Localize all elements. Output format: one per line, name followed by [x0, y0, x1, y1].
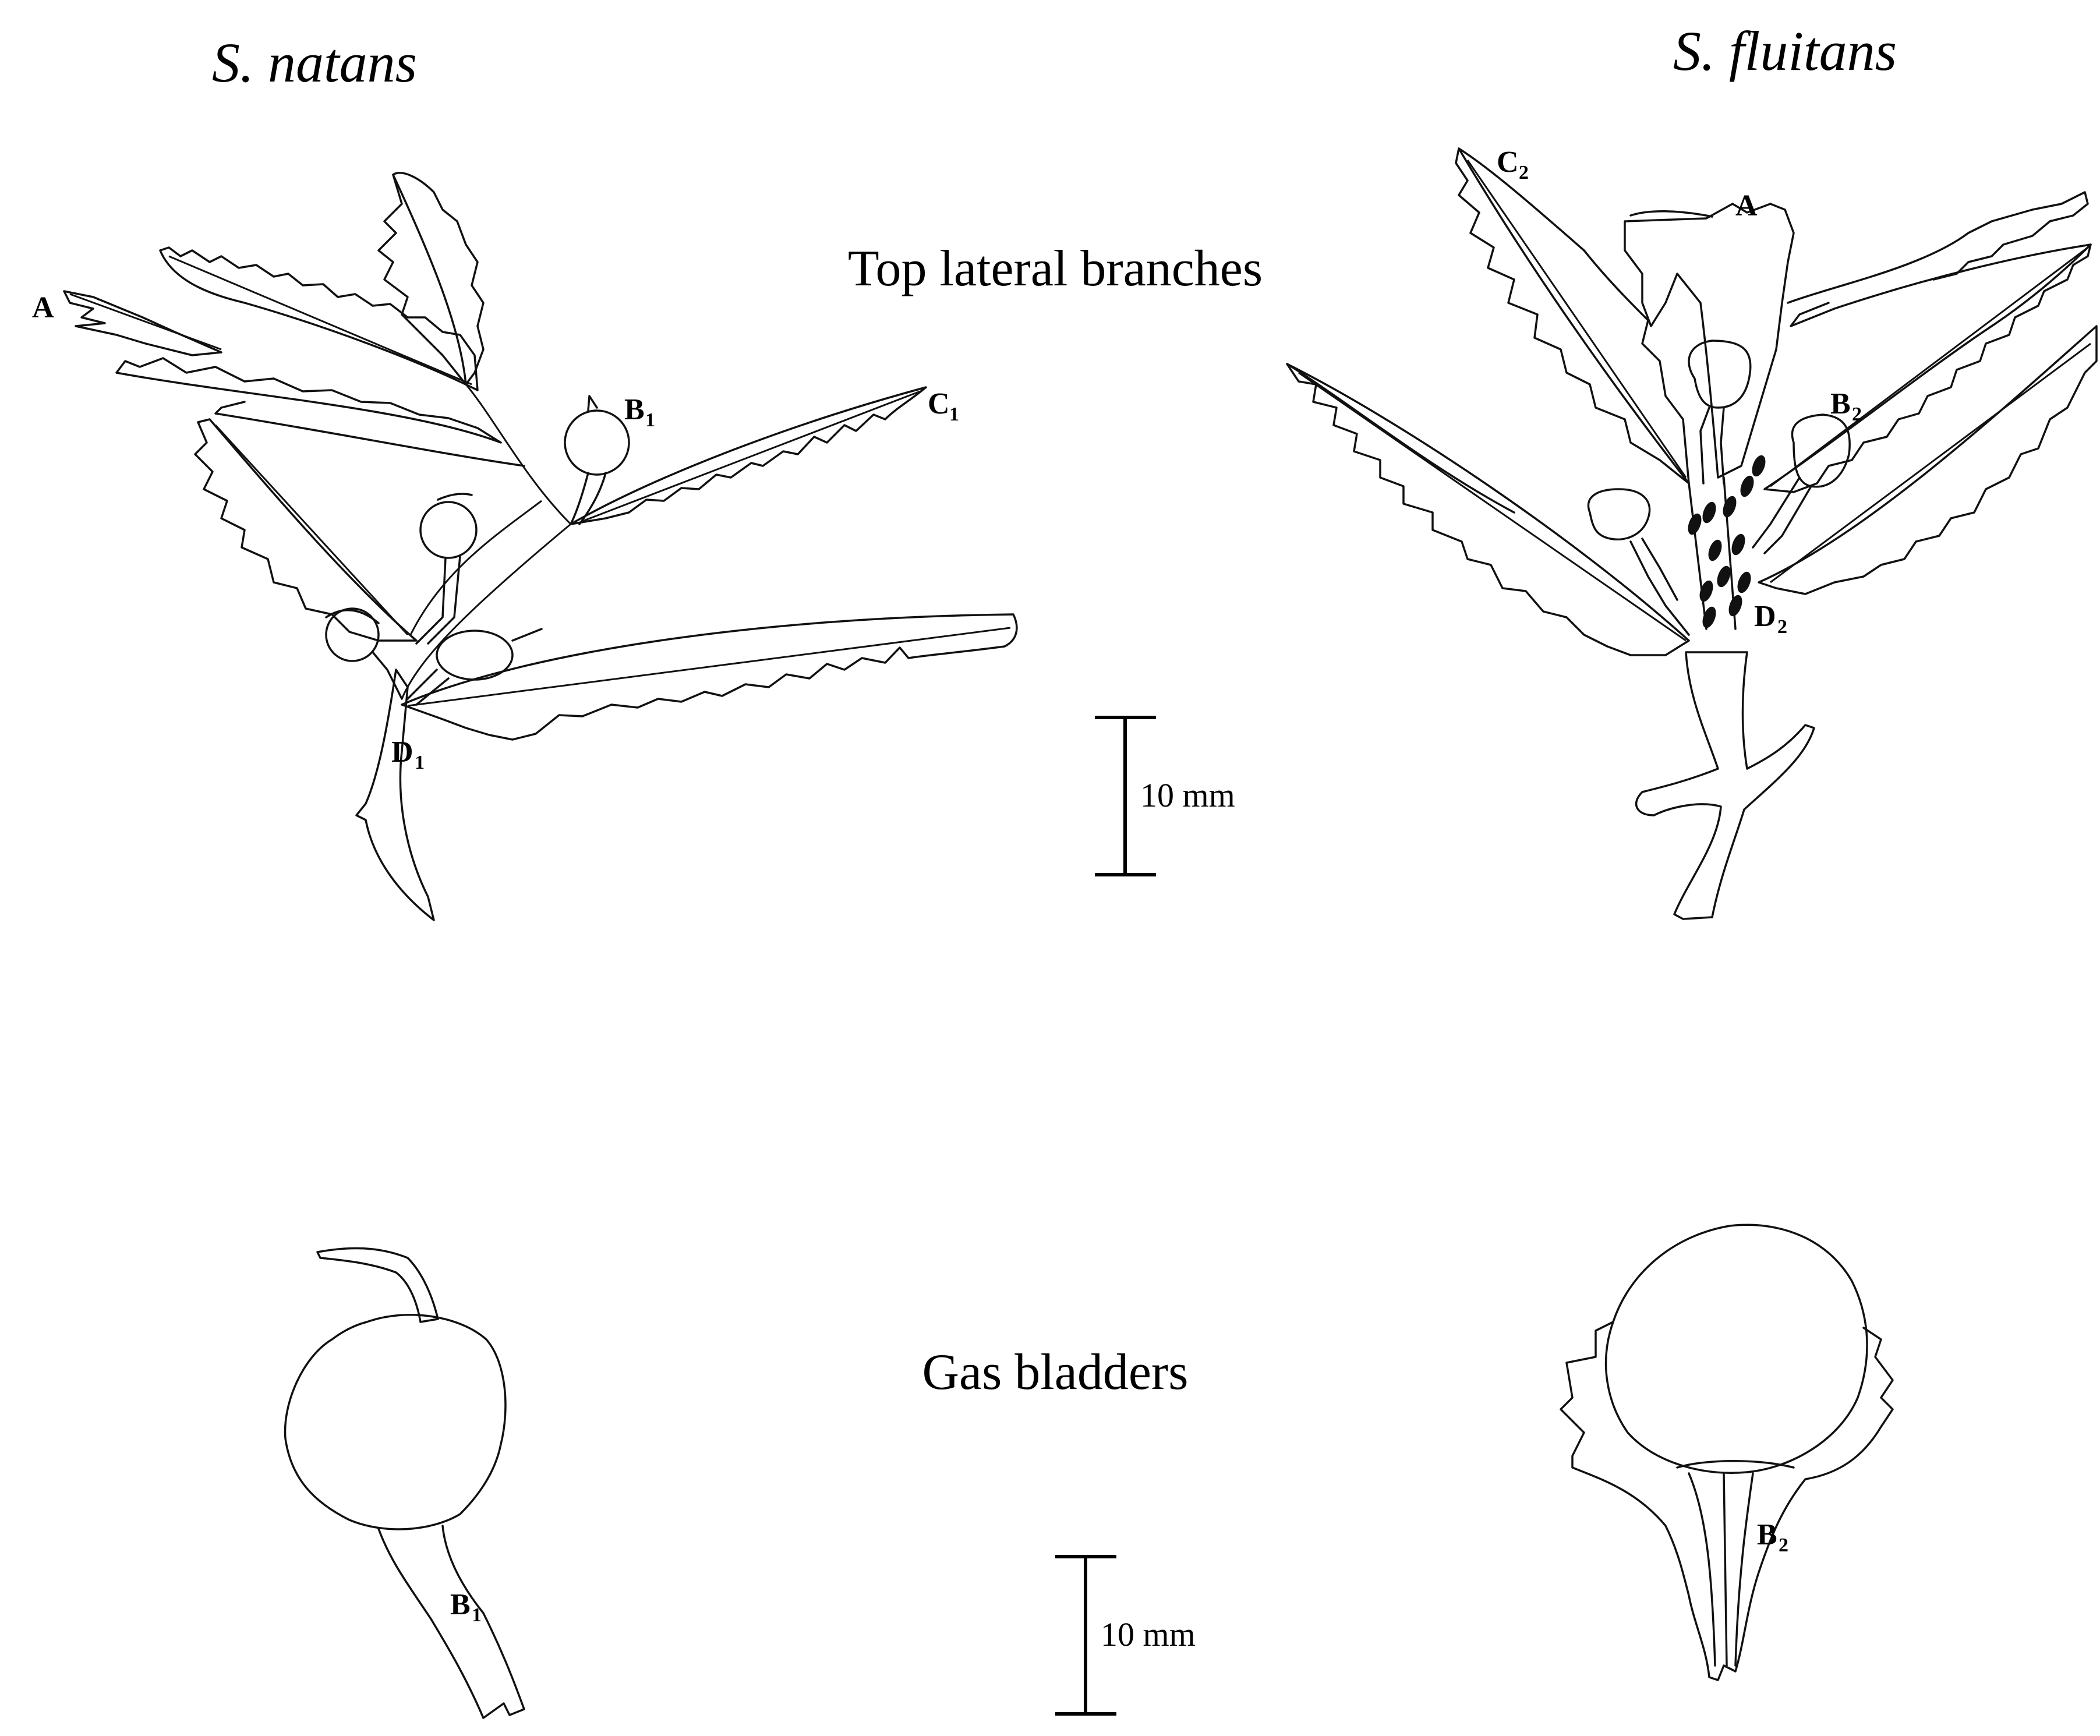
- heading-gas-bladders: Gas bladders: [922, 1344, 1189, 1401]
- natans-label-B1: B 1: [624, 393, 655, 431]
- svg-text:1: 1: [415, 752, 425, 773]
- svg-text:C: C: [1497, 146, 1519, 179]
- species-natans-title: S. natans: [212, 31, 417, 94]
- natans-gas-bladder-drawing: [285, 1248, 524, 1718]
- natans-label-A: A: [32, 291, 54, 324]
- svg-text:1: 1: [472, 1604, 482, 1626]
- svg-text:B: B: [1757, 1518, 1777, 1551]
- scale-bar-top-label: 10 mm: [1140, 776, 1235, 814]
- bladder-natans-label-B1: B 1: [450, 1588, 482, 1626]
- svg-text:B: B: [624, 393, 645, 426]
- svg-text:1: 1: [949, 404, 959, 425]
- svg-text:2: 2: [1519, 162, 1529, 183]
- scale-bar-top: 10 mm: [1095, 717, 1235, 875]
- fluitans-label-C2: C 2: [1497, 146, 1529, 183]
- fluitans-gas-bladder-drawing: [1561, 1225, 1893, 1680]
- heading-top-lateral-branches: Top lateral branches: [848, 241, 1263, 297]
- svg-text:B: B: [1830, 387, 1851, 420]
- natans-label-D1: D 1: [391, 736, 425, 773]
- svg-text:2: 2: [1777, 616, 1787, 638]
- fluitans-label-A: A: [1735, 189, 1758, 222]
- svg-text:C: C: [928, 387, 950, 420]
- natans-label-C1: C 1: [928, 387, 959, 425]
- species-fluitans-title: S. fluitans: [1673, 20, 1897, 82]
- svg-text:B: B: [450, 1588, 471, 1621]
- svg-text:2: 2: [1779, 1535, 1788, 1556]
- fluitans-branch-drawing: [1287, 149, 2097, 919]
- svg-text:D: D: [391, 736, 413, 769]
- svg-text:2: 2: [1852, 404, 1862, 425]
- fluitans-label-D2: D 2: [1754, 600, 1787, 638]
- fluitans-label-B2: B 2: [1830, 387, 1862, 425]
- bladder-fluitans-label-B2: B 2: [1757, 1518, 1788, 1556]
- scale-bar-bottom: 10 mm: [1055, 1557, 1196, 1714]
- svg-text:1: 1: [645, 409, 655, 431]
- scale-bar-bottom-label: 10 mm: [1101, 1615, 1196, 1653]
- svg-text:D: D: [1754, 600, 1776, 633]
